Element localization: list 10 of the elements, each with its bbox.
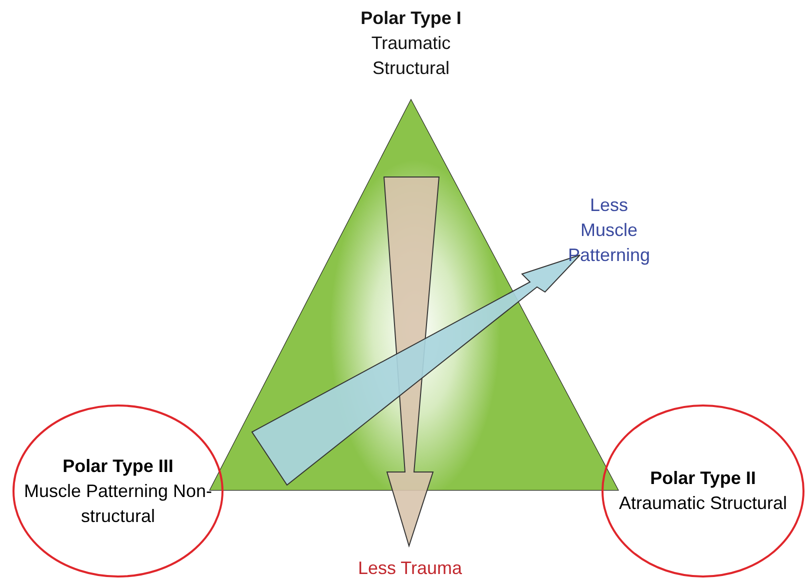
arrow-label: Less Trauma xyxy=(356,557,464,580)
heading: Polar Type III xyxy=(62,454,174,478)
oval-node xyxy=(12,404,224,578)
description: Muscle Patterning Non-structural xyxy=(23,480,213,528)
heading: Polar Type II xyxy=(650,467,756,490)
description: Atraumatic Structural xyxy=(618,492,788,515)
arrow-label: Less Muscle Patterning xyxy=(566,194,652,267)
oval-node xyxy=(601,404,805,578)
heading: Polar Type I xyxy=(360,7,462,30)
description: Traumatic Structural xyxy=(370,32,452,80)
